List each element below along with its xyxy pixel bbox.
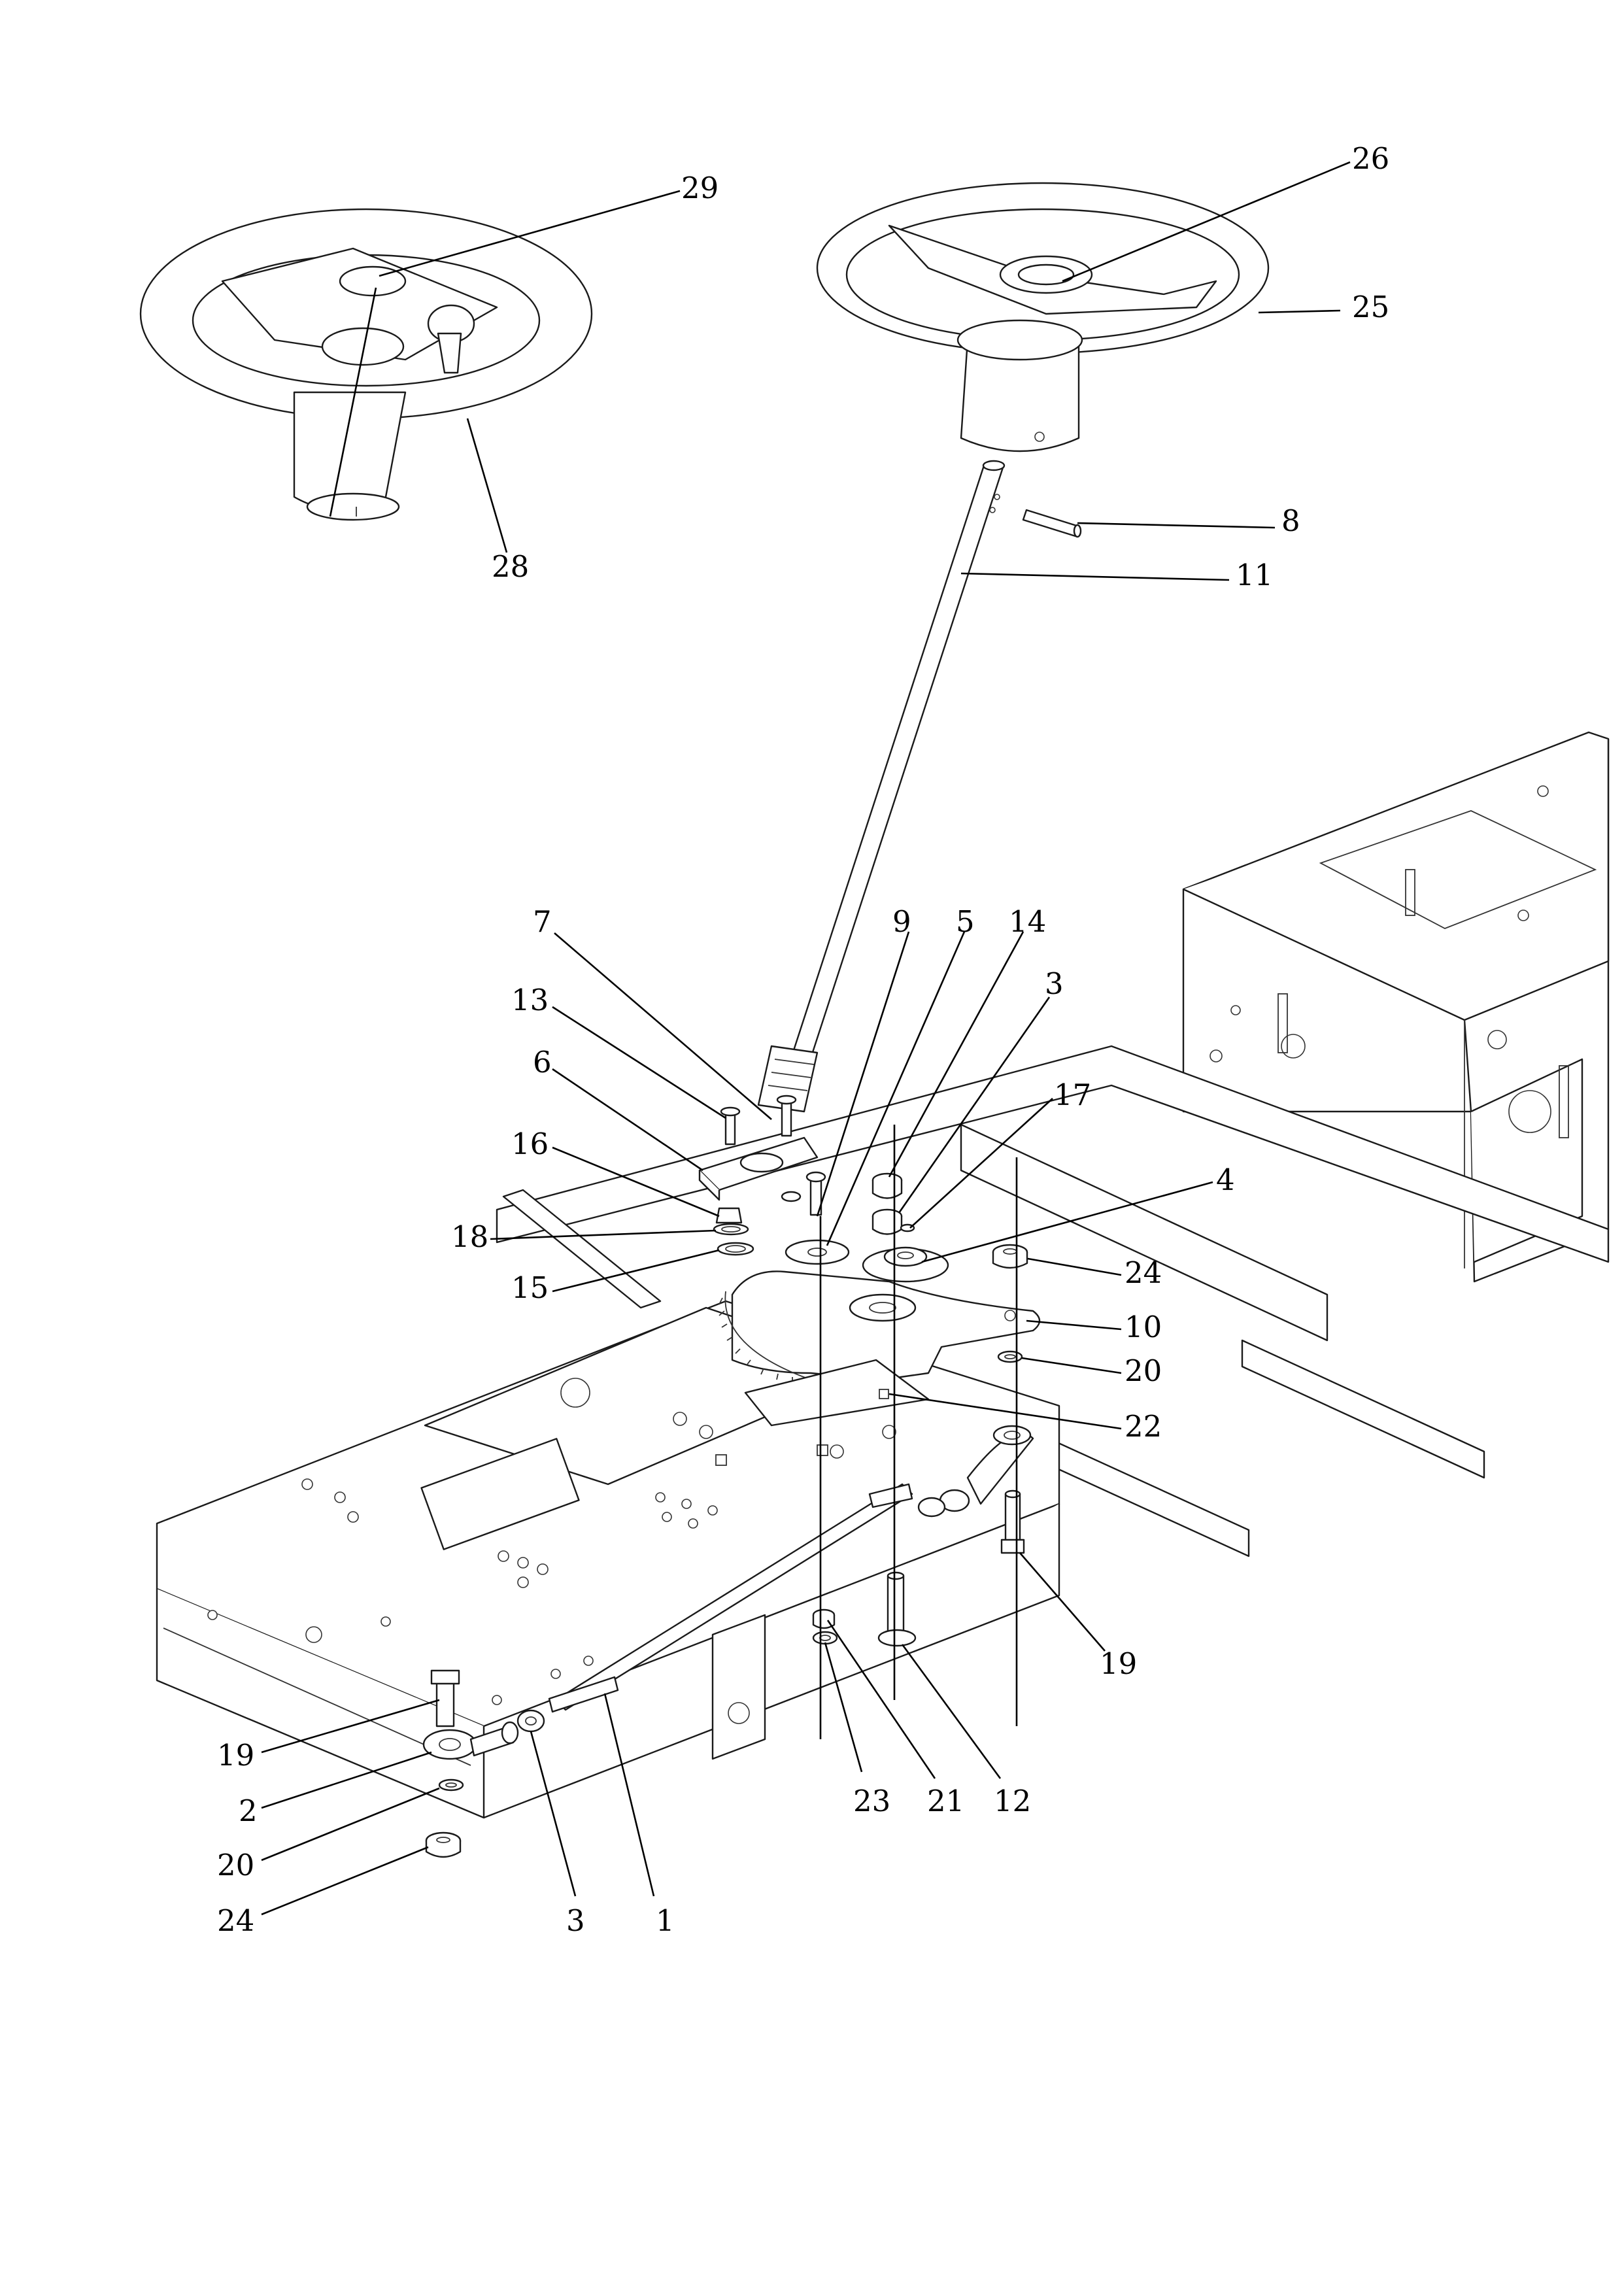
leader-23 (824, 1642, 863, 1773)
drag-link-1 (548, 1425, 1034, 1713)
callout-18: 18 (451, 1219, 488, 1254)
callout-26: 26 (1352, 141, 1389, 176)
leader-24a (1027, 1257, 1122, 1276)
leader-18 (490, 1229, 717, 1240)
callout-3-upper: 3 (1045, 966, 1064, 1001)
leader-17 (909, 1098, 1053, 1229)
leader-7 (554, 932, 772, 1120)
callout-24-right: 24 (1125, 1255, 1162, 1290)
hardware-16-18-15 (713, 1191, 802, 1256)
leader-29 (379, 190, 681, 277)
leader-3a (898, 996, 1051, 1214)
callout-16: 16 (511, 1127, 549, 1161)
leader-8 (1077, 522, 1276, 529)
leader-21 (826, 1620, 936, 1779)
callout-6: 6 (533, 1045, 552, 1080)
callout-24-left: 24 (217, 1903, 254, 1938)
callout-7: 7 (533, 904, 552, 939)
leader-15 (552, 1249, 720, 1293)
leader-16 (552, 1146, 720, 1217)
callout-29: 29 (681, 171, 719, 205)
leader-19a (1019, 1552, 1106, 1652)
leader-4 (921, 1181, 1213, 1263)
leader-28 (466, 418, 508, 553)
callout-19-right: 19 (1100, 1646, 1137, 1681)
callout-21: 21 (927, 1784, 964, 1818)
roll-pin-8 (1022, 509, 1082, 538)
pivot-hardware-14-3-4-17 (862, 1172, 949, 1283)
callout-25: 25 (1352, 290, 1389, 324)
leader-3b (530, 1731, 577, 1897)
leader-12 (901, 1644, 1002, 1779)
nut-24-washer-20-right (992, 1244, 1028, 1363)
callout-20-right: 20 (1125, 1353, 1162, 1388)
sector-gear-10 (719, 1270, 1041, 1427)
leader-14 (888, 931, 1024, 1178)
callout-15: 15 (511, 1270, 549, 1305)
assembly-axis-lines (819, 1125, 1018, 1739)
callout-19-left: 19 (217, 1738, 254, 1773)
callout-5: 5 (956, 904, 975, 939)
leader-11 (960, 572, 1230, 581)
callout-23: 23 (853, 1784, 890, 1818)
leader-2 (261, 1751, 432, 1809)
leader-24b (261, 1846, 429, 1916)
callout-10: 10 (1125, 1310, 1162, 1344)
callout-14: 14 (1009, 904, 1046, 939)
callout-9: 9 (892, 904, 911, 939)
bolt-19-right (1000, 1489, 1025, 1554)
steering-shaft-11 (757, 460, 1006, 1113)
leader-26 (1062, 161, 1351, 282)
leader-19b (261, 1699, 440, 1754)
bolt-9-washer-5 (785, 1171, 850, 1265)
callout-28: 28 (492, 549, 529, 584)
leader-1 (603, 1693, 655, 1897)
callout-1: 1 (656, 1903, 675, 1938)
leader-10 (1026, 1319, 1122, 1331)
callout-13: 13 (511, 983, 549, 1017)
left-end-hardware (422, 1669, 545, 1858)
callout-8: 8 (1281, 503, 1300, 538)
steering-wheel-25 (816, 182, 1270, 452)
callout-labels: 29 26 25 28 8 11 7 9 5 14 3 13 6 17 16 4… (217, 141, 1389, 1938)
callout-17: 17 (1054, 1078, 1091, 1112)
callout-3-lower: 3 (566, 1903, 585, 1938)
steering-wheel-28 (139, 208, 593, 521)
leader-29b (329, 287, 377, 517)
callout-2: 2 (239, 1794, 258, 1828)
steering-bracket-6 (698, 1095, 819, 1201)
leader-6 (552, 1068, 703, 1172)
callout-20-left: 20 (217, 1848, 254, 1882)
leader-22 (888, 1393, 1122, 1430)
leader-25 (1258, 309, 1341, 314)
callout-11: 11 (1236, 558, 1273, 592)
callout-22: 22 (1125, 1409, 1162, 1444)
callout-4: 4 (1216, 1163, 1235, 1197)
leader-5 (826, 931, 966, 1246)
leader-20b (261, 1787, 440, 1862)
leader-13 (552, 1006, 726, 1119)
leader-9 (816, 931, 910, 1217)
callout-12: 12 (994, 1784, 1031, 1818)
leader-lines (261, 161, 1351, 1916)
leader-20a (1021, 1357, 1122, 1374)
